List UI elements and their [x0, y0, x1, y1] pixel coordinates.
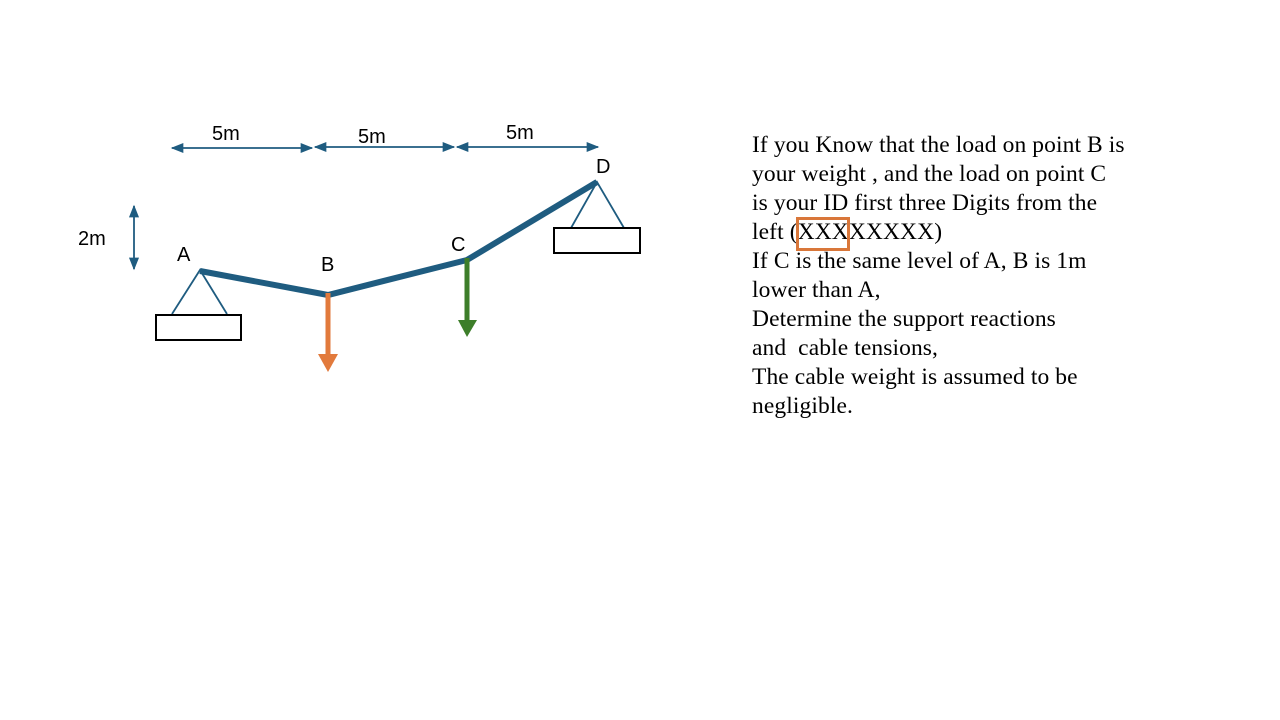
id-prefix: left (	[752, 219, 798, 245]
problem-line-2: your weight , and the load on point C	[752, 161, 1107, 187]
problem-line-1: If you Know that the load on point B is	[752, 132, 1125, 158]
load-arrow-b	[318, 293, 338, 372]
id-rest: XXXXX)	[848, 219, 943, 245]
point-label-b: B	[321, 254, 334, 276]
dimension-label-bc: 5m	[358, 126, 386, 148]
dimension-ab: 5m	[170, 123, 314, 154]
problem-line-10: negligible.	[752, 393, 853, 419]
problem-line-6: lower than A,	[752, 277, 881, 303]
point-label-a: A	[177, 244, 191, 266]
dimension-label-cd: 5m	[506, 122, 534, 144]
load-arrow-c	[458, 258, 477, 337]
cable	[199, 179, 599, 299]
problem-line-9: The cable weight is assumed to be	[752, 364, 1078, 390]
problem-line-7: Determine the support reactions	[752, 306, 1056, 332]
point-label-c: C	[451, 234, 465, 256]
id-highlight: XXX	[795, 217, 850, 251]
id-highlight-text: XXX	[797, 219, 849, 245]
problem-line-3: is your ID first three Digits from the	[752, 190, 1098, 216]
dimension-label-vertical: 2m	[78, 228, 106, 250]
point-label-d: D	[596, 156, 610, 178]
support-d	[553, 180, 641, 254]
problem-statement: If you Know that the load on point B is …	[752, 131, 1192, 421]
problem-line-5: If C is the same level of A, B is 1m	[752, 248, 1087, 274]
dimension-label-ab: 5m	[212, 123, 240, 145]
dimension-vertical: 2m	[78, 204, 140, 271]
id-highlight-box	[795, 217, 850, 251]
dimension-cd: 5m	[455, 122, 600, 153]
dimension-bc: 5m	[313, 126, 456, 153]
problem-line-8: and cable tensions,	[752, 335, 939, 361]
support-a	[155, 268, 242, 341]
